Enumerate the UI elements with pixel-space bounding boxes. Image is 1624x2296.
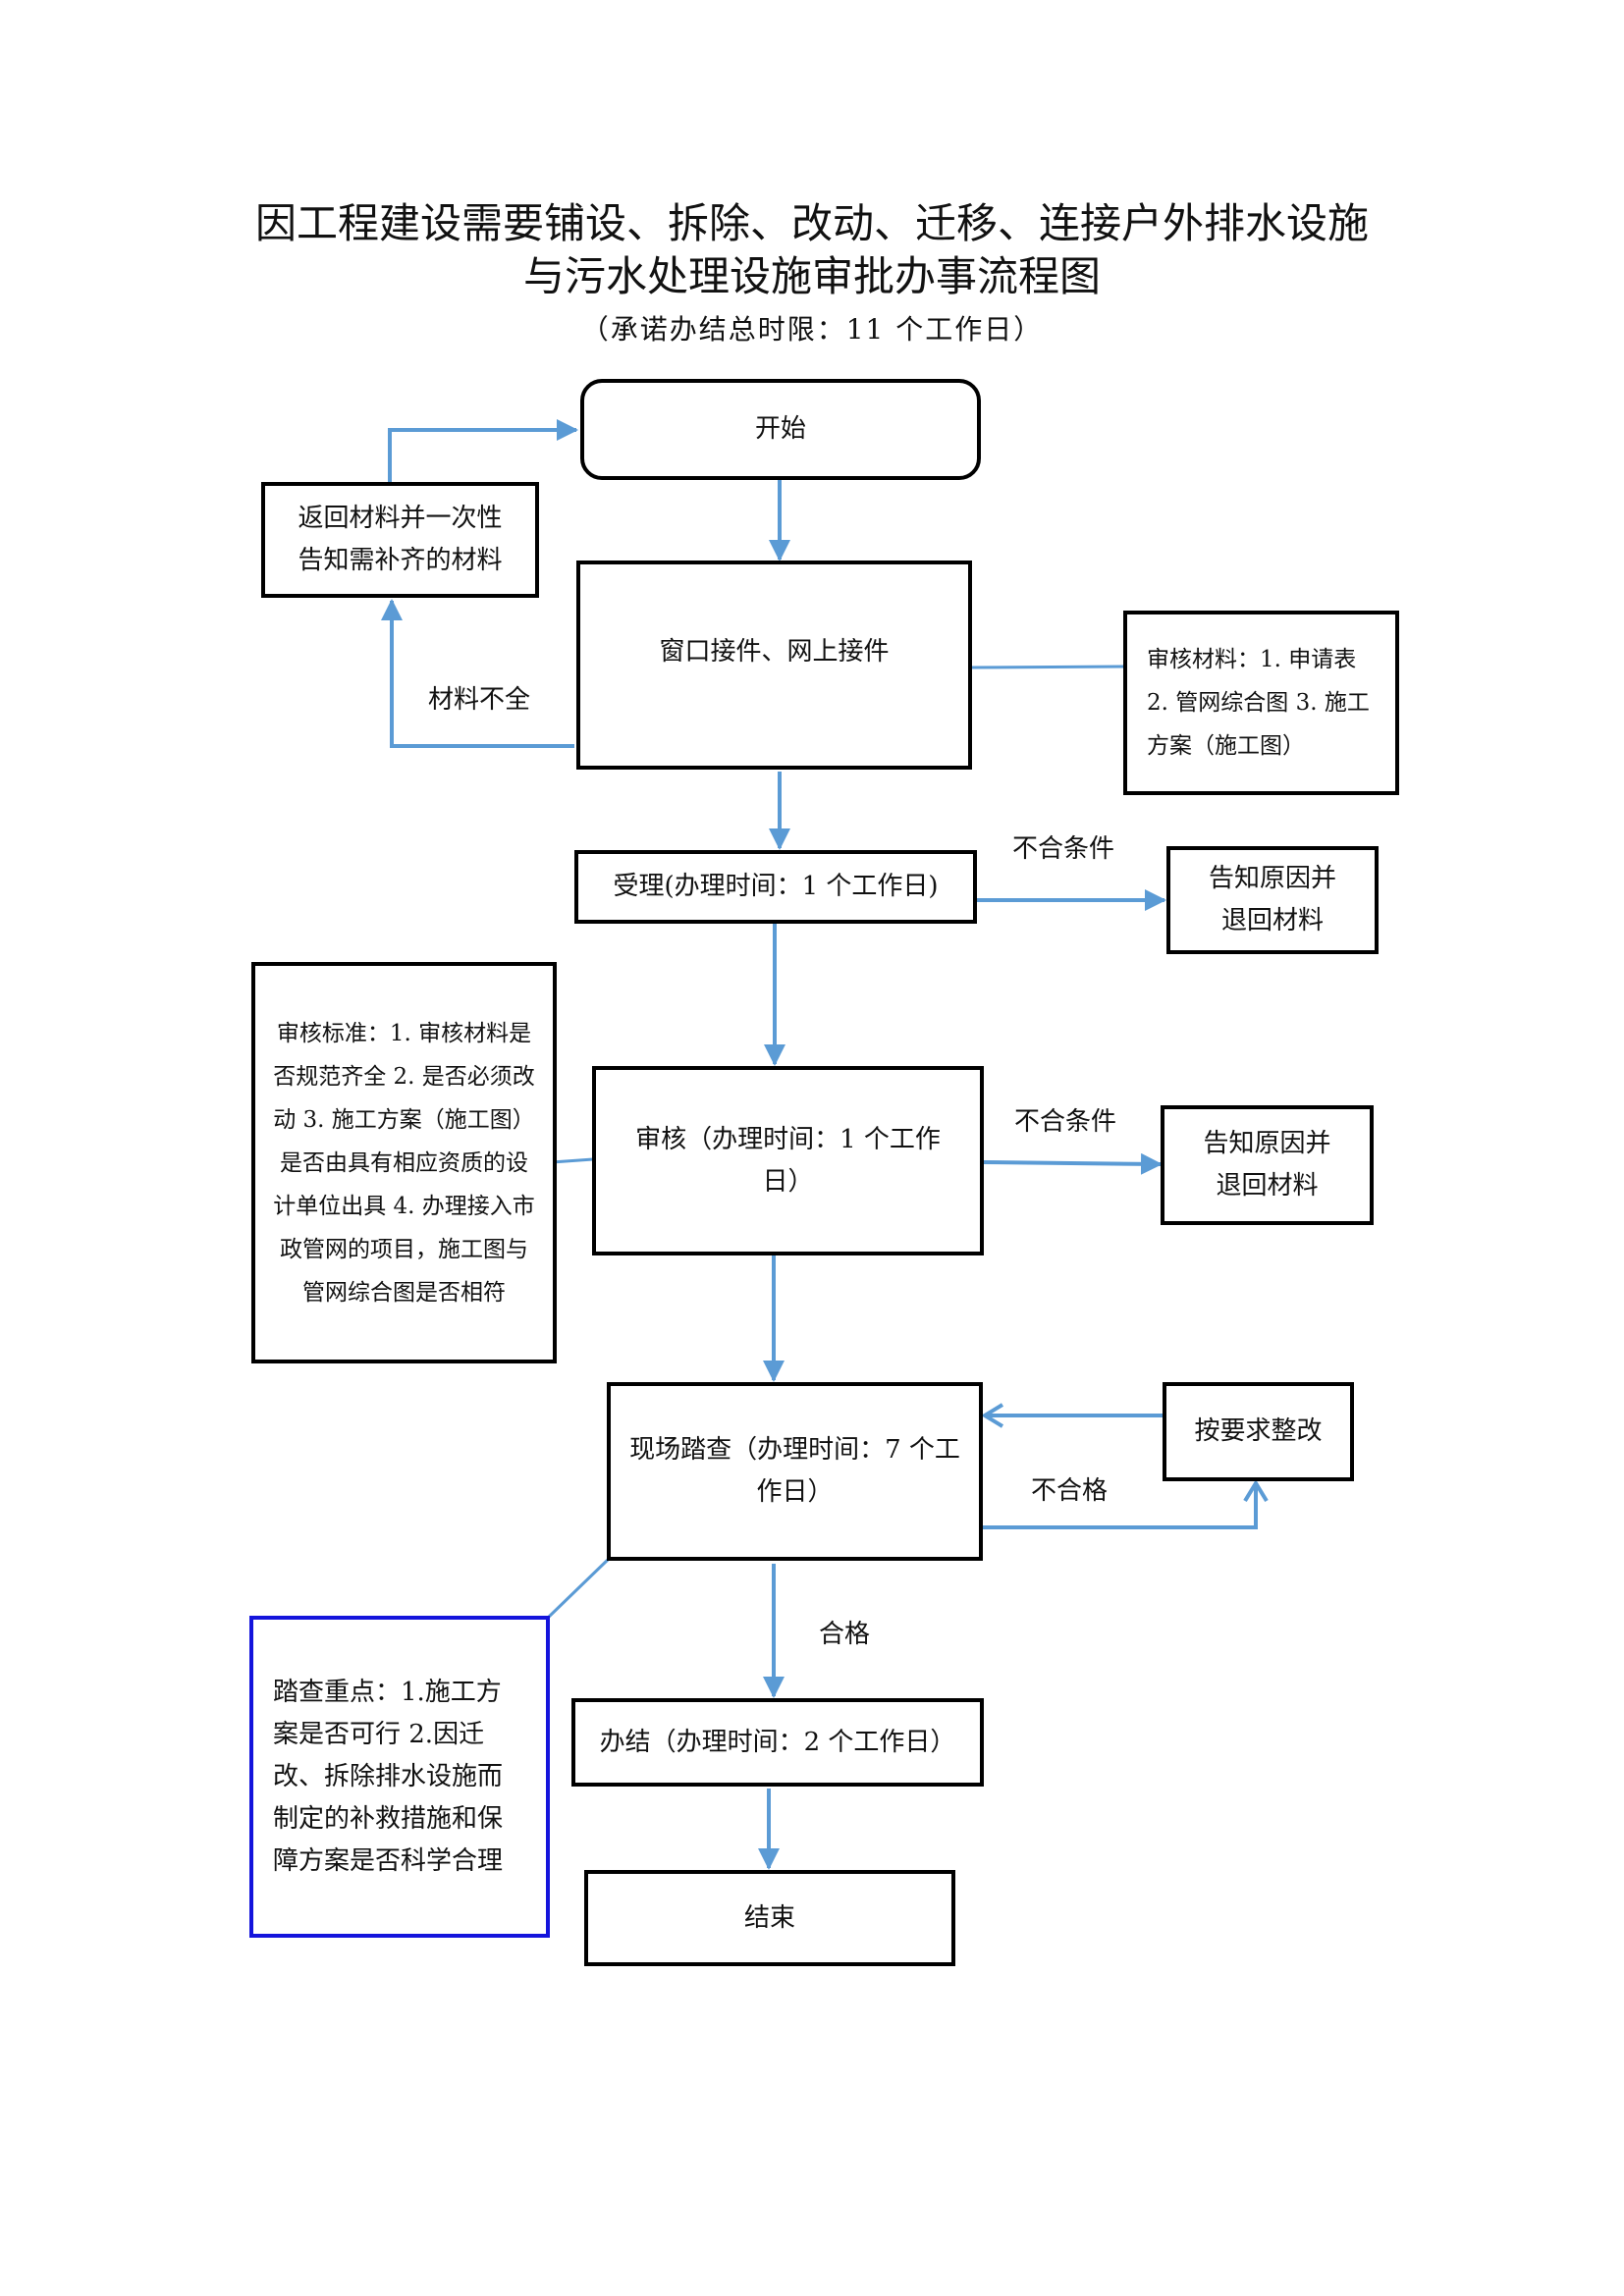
node-reject-1: 告知原因并退回材料 [1166,846,1379,954]
edge-label-pass: 合格 [819,1620,871,1649]
node-materials-list-label: 审核材料：1. 申请表 2. 管网综合图 3. 施工方案（施工图） [1147,647,1370,759]
edge-label-fail: 不合格 [1031,1476,1109,1506]
edge-inspection-to-rectify [981,1483,1256,1529]
node-complete: 办结（办理时间：2 个工作日） [571,1698,984,1787]
page-title-line-2: 与污水处理设施审批办事流程图 [522,252,1101,300]
edge-intake-to-return [381,599,574,748]
node-end: 结束 [584,1870,955,1966]
node-reject-2: 告知原因并退回材料 [1161,1105,1374,1225]
node-start-label: 开始 [754,414,806,444]
node-rectify-label: 按要求整改 [1194,1416,1323,1446]
page-title-line-1: 因工程建设需要铺设、拆除、改动、迁移、连接户外排水设施 [254,199,1369,247]
node-inspection-focus-label: 踏查重点：1.施工方案是否可行 2.因迁改、拆除排水设施而制定的补救措施和保障方… [273,1677,504,1876]
node-rectify: 按要求整改 [1163,1382,1354,1481]
node-review-label: 审核（办理时间：1 个工作日） [635,1124,941,1197]
edge-standards-review [551,1157,594,1164]
edge-label-incomplete: 材料不全 [428,685,531,715]
node-return-materials-label: 返回材料并一次性告知需补齐的材料 [298,504,503,575]
node-intake-label: 窗口接件、网上接件 [659,637,890,667]
node-review-standards: 审核标准：1. 审核材料是否规范齐全 2. 是否必须改动 3. 施工方案（施工图… [251,962,557,1363]
page-subtitle: （承诺办结总时限：11 个工作日） [580,313,1044,346]
node-inspection: 现场踏查（办理时间：7 个工作日） [607,1382,983,1561]
node-return-materials: 返回材料并一次性告知需补齐的材料 [261,482,539,598]
edge-label-not-qualified-2: 不合条件 [1014,1107,1117,1137]
node-reject-1-label: 告知原因并退回材料 [1208,864,1336,935]
edge-return-to-start [388,419,578,484]
edge-inspection-focus [546,1557,611,1620]
node-end-label: 结束 [743,1902,795,1933]
node-review: 审核（办理时间：1 个工作日） [592,1066,984,1255]
node-accept-label: 受理(办理时间：1 个工作日) [613,872,939,901]
node-complete-label: 办结（办理时间：2 个工作日） [599,1727,956,1757]
edge-label-not-qualified-1: 不合条件 [1012,834,1115,864]
node-materials-list: 审核材料：1. 申请表 2. 管网综合图 3. 施工方案（施工图） [1123,611,1399,795]
node-inspection-label: 现场踏查（办理时间：7 个工作日） [629,1435,960,1507]
node-accept: 受理(办理时间：1 个工作日) [574,850,977,924]
node-inspection-focus: 踏查重点：1.施工方案是否可行 2.因迁改、拆除排水设施而制定的补救措施和保障方… [249,1616,550,1938]
node-reject-2-label: 告知原因并退回材料 [1203,1129,1331,1201]
node-start: 开始 [580,379,981,480]
node-intake: 窗口接件、网上接件 [576,561,972,770]
node-review-standards-label: 审核标准：1. 审核材料是否规范齐全 2. 是否必须改动 3. 施工方案（施工图… [273,1020,535,1306]
edge-review-to-reject [982,1152,1163,1175]
